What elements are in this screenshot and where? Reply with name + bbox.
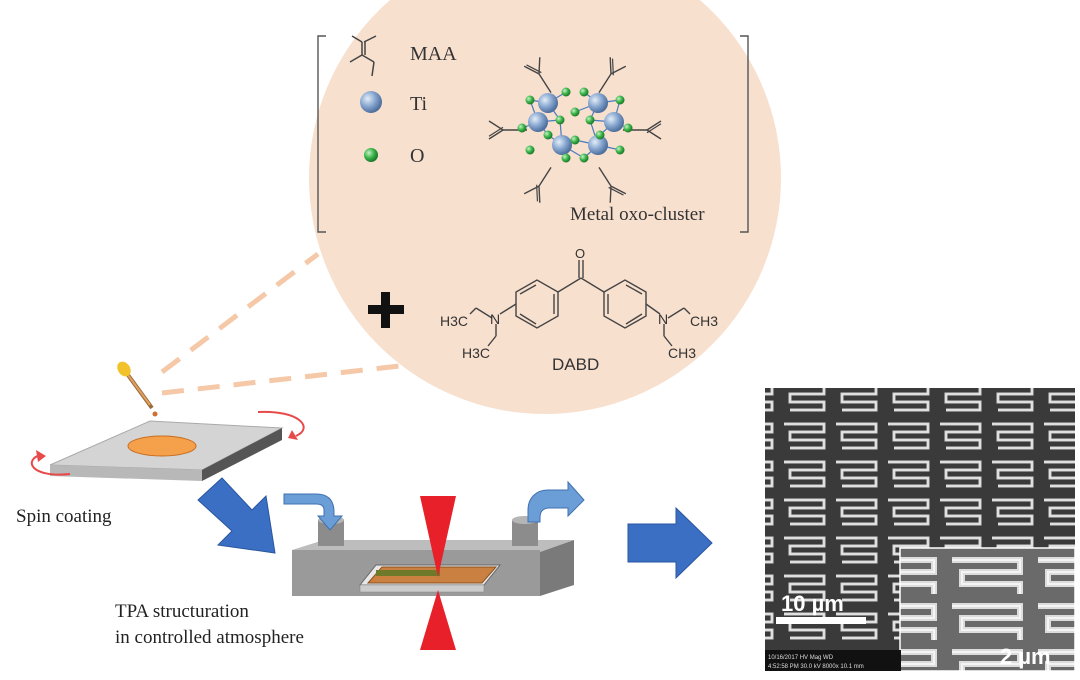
spin-coating-substrate xyxy=(49,420,284,481)
plus-icon xyxy=(368,292,404,328)
o-atom xyxy=(615,145,625,155)
maa-ligand-bond xyxy=(598,167,612,187)
maa-ligand-bond xyxy=(646,123,662,134)
maa-ligand-bond xyxy=(609,57,612,74)
pipette-icon xyxy=(117,361,158,417)
laser-beam-bottom xyxy=(420,590,456,650)
ti-atom xyxy=(588,135,608,155)
maa-ligand-bond xyxy=(611,58,614,76)
maa-ligand-bond xyxy=(610,185,627,195)
maa-ligand-bond xyxy=(523,65,540,75)
o-atom xyxy=(561,87,571,97)
right-bracket xyxy=(740,35,749,233)
o-atom xyxy=(570,107,580,117)
tpa-label-line1: TPA structuration xyxy=(115,601,249,622)
rotation-arrow-left-icon xyxy=(30,450,71,476)
dabd-molecule xyxy=(469,260,691,347)
n-left-label: N xyxy=(490,311,500,327)
resin-drop xyxy=(127,435,197,457)
rotation-arrow-right-icon xyxy=(257,410,305,440)
maa-ligand-bond xyxy=(538,73,552,93)
maa-legend-icon xyxy=(349,35,377,77)
sem-scale-inset-label: 2 µm xyxy=(1000,644,1051,669)
maa-ligand-bond xyxy=(526,64,542,74)
h3c-bottom-label: H3C xyxy=(462,345,490,361)
maa-ligand-bond xyxy=(488,129,504,140)
maa-ligand-bond xyxy=(488,126,504,137)
o-atom xyxy=(555,115,565,125)
sem-info-line1: 10/16/2017 HV Mag WD xyxy=(768,655,834,661)
o-atom xyxy=(570,135,580,145)
left-bracket xyxy=(317,35,326,233)
maa-legend-label: MAA xyxy=(410,43,457,65)
ti-legend-atom xyxy=(360,91,382,113)
laser-beam-top xyxy=(420,496,456,577)
cluster-caption: Metal oxo-cluster xyxy=(570,204,705,225)
o-atom xyxy=(561,153,571,163)
o-atom xyxy=(517,123,527,133)
ti-atom xyxy=(604,112,624,132)
ti-legend-label: Ti xyxy=(410,93,428,115)
zoom-line-upper xyxy=(160,252,320,374)
o-legend-label: O xyxy=(410,145,424,167)
o-atom xyxy=(543,130,553,140)
tpa-label-line2: in controlled atmosphere xyxy=(115,627,304,648)
sem-image xyxy=(765,388,1076,672)
ti-atom xyxy=(528,112,548,132)
o-atom xyxy=(623,123,633,133)
o-atom xyxy=(525,95,535,105)
carbonyl-o-label: O xyxy=(575,246,585,261)
ti-atom xyxy=(538,93,558,113)
ch3-bottom-label: CH3 xyxy=(668,345,696,361)
n-right-label: N xyxy=(658,311,668,327)
process-arrow-right xyxy=(627,506,713,580)
maa-ligand-bond xyxy=(598,73,612,93)
gas-outlet-arrow-icon xyxy=(527,480,585,523)
ch3-top-label: CH3 xyxy=(690,313,718,329)
h3c-top-label: H3C xyxy=(440,313,468,329)
sem-info-line2: 4:52:58 PM 30.0 kV 8000x 10.1 mm xyxy=(768,664,864,670)
maa-ligand-bond xyxy=(536,184,539,202)
spin-coating-label: Spin coating xyxy=(16,506,112,527)
sem-scale-main-label: 10 µm xyxy=(781,591,844,616)
maa-ligand-bond xyxy=(608,186,624,196)
zoom-circle xyxy=(309,0,781,414)
o-atom xyxy=(525,145,535,155)
process-arrow-diagonal xyxy=(197,477,276,554)
zoom-line-lower xyxy=(161,362,409,396)
o-atom xyxy=(585,115,595,125)
scale-bar-main xyxy=(776,617,866,624)
o-atom xyxy=(615,95,625,105)
ti-atom xyxy=(552,135,572,155)
metal-oxo-cluster xyxy=(488,57,662,203)
o-atom xyxy=(595,130,605,140)
o-atom xyxy=(579,153,589,163)
maa-ligand-bond xyxy=(646,120,662,131)
ti-atom xyxy=(588,93,608,113)
maa-ligand-bond xyxy=(538,167,552,187)
dabd-label: DABD xyxy=(552,355,599,374)
o-legend-atom xyxy=(364,148,378,162)
maa-ligand-bond xyxy=(538,186,541,203)
o-atom xyxy=(579,87,589,97)
gas-inlet-arrow-icon xyxy=(283,493,344,531)
